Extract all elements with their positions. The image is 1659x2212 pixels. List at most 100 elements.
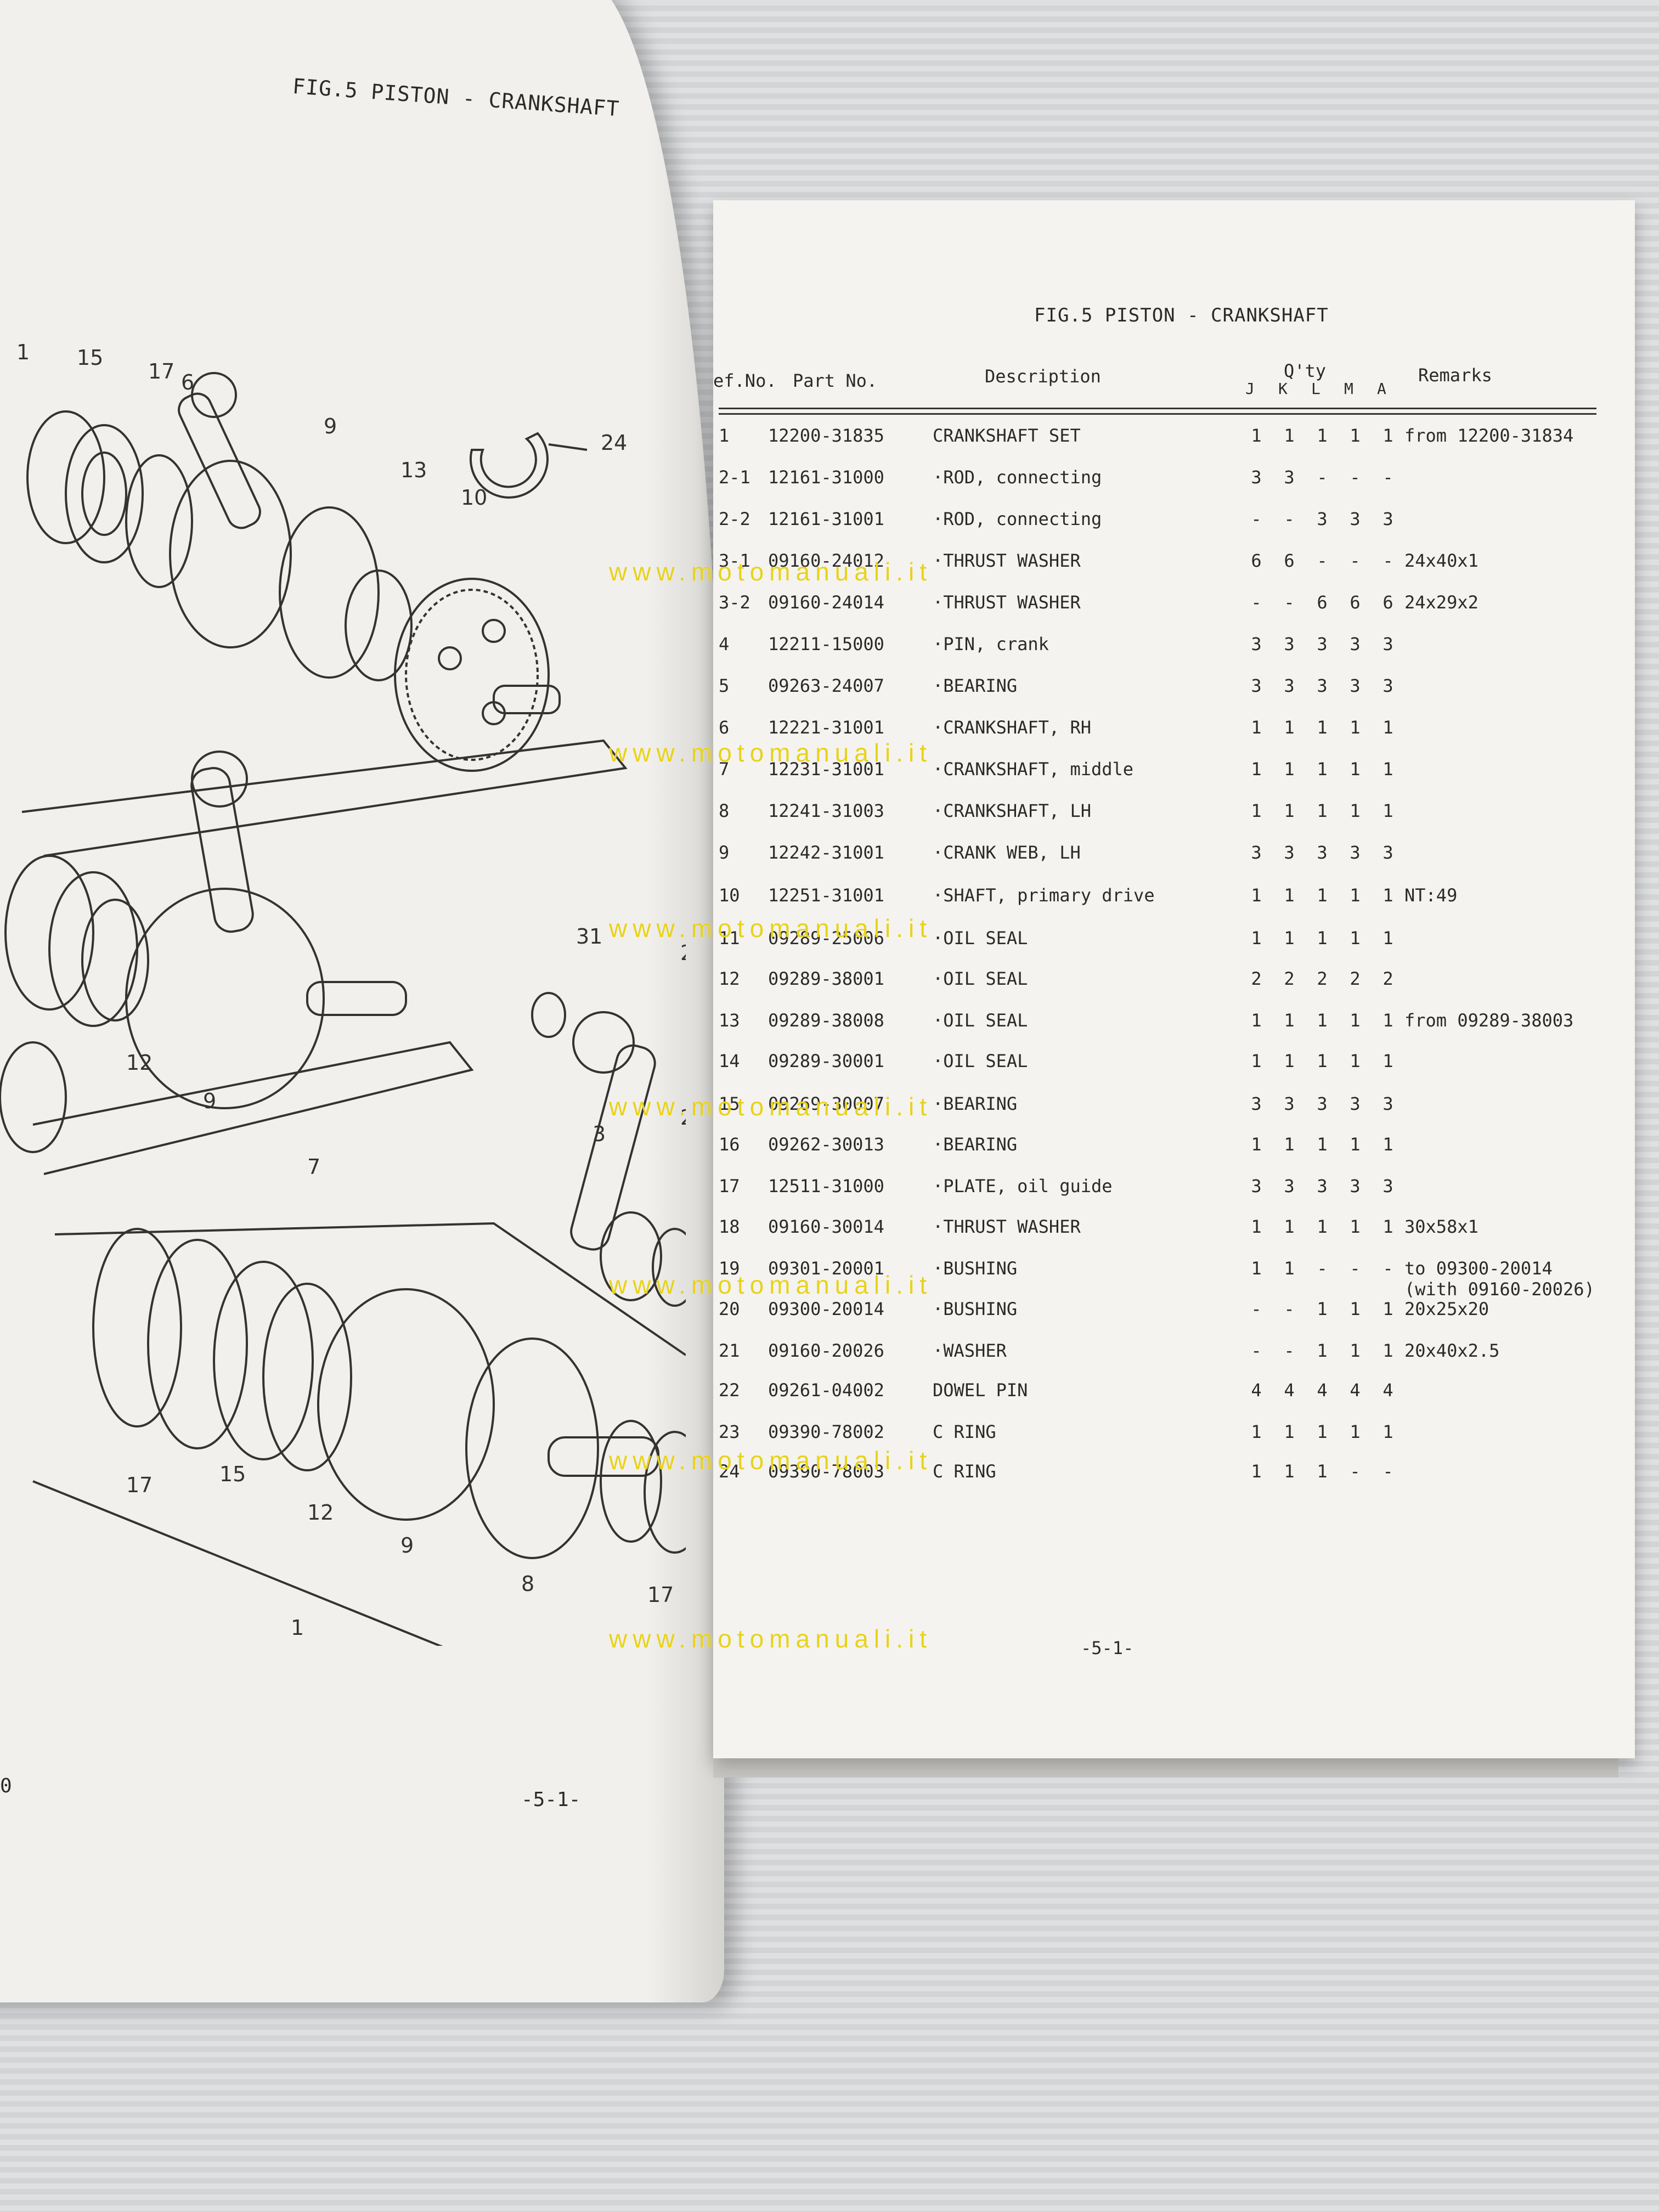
- qty-cell: 4: [1284, 1380, 1295, 1401]
- remarks-cell: to 09300-20014 (with 09160-20026): [1404, 1258, 1595, 1300]
- part-no-cell: 12511-31000: [768, 1176, 884, 1197]
- callout-1b: 1: [291, 1616, 304, 1640]
- qty-cell: 3: [1284, 467, 1295, 488]
- qty-cell: 1: [1383, 885, 1393, 906]
- qty-cell: -: [1383, 1258, 1393, 1279]
- description-cell: C RING: [933, 1461, 996, 1482]
- qty-cell: 1: [1251, 1010, 1262, 1031]
- header-ref-no: ef.No.: [713, 370, 777, 391]
- description-cell: ·OIL SEAL: [933, 928, 1028, 949]
- description-cell: ·THRUST WASHER: [933, 592, 1081, 613]
- qty-cell: 1: [1251, 425, 1262, 446]
- qty-cell: 1: [1350, 800, 1361, 821]
- callout-17c: 17: [647, 1583, 674, 1607]
- qty-cell: 1: [1350, 1216, 1361, 1237]
- ref-no-cell: 22: [719, 1380, 740, 1401]
- qty-cell: 2: [1350, 968, 1361, 989]
- qty-cell: 1: [1317, 1461, 1328, 1482]
- description-cell: ·PIN, crank: [933, 634, 1049, 654]
- qty-cell: 3: [1350, 1176, 1361, 1197]
- qty-cell: 1: [1383, 1421, 1393, 1442]
- description-cell: ·OIL SEAL: [933, 1010, 1028, 1031]
- header-qty-k: K: [1278, 380, 1288, 398]
- callout-9c: 9: [400, 1533, 414, 1558]
- qty-cell: 6: [1383, 592, 1393, 613]
- part-no-cell: 09300-20014: [768, 1299, 884, 1319]
- ref-no-cell: 10: [719, 885, 740, 906]
- callout-3: 3: [592, 1122, 606, 1146]
- remarks-cell: 30x58x1: [1404, 1216, 1479, 1237]
- qty-cell: 1: [1383, 1340, 1393, 1361]
- description-cell: ·CRANK WEB, LH: [933, 842, 1081, 863]
- ref-no-cell: 23: [719, 1421, 740, 1442]
- qty-cell: 6: [1317, 592, 1328, 613]
- header-rule: [719, 408, 1596, 409]
- qty-cell: 3: [1350, 842, 1361, 863]
- qty-cell: 1: [1317, 759, 1328, 780]
- qty-cell: 3: [1251, 634, 1262, 654]
- qty-cell: 1: [1284, 1216, 1295, 1237]
- header-description: Description: [985, 366, 1101, 387]
- part-no-cell: 09160-24014: [768, 592, 884, 613]
- callout-9: 9: [324, 414, 337, 438]
- header-rule-2: [719, 413, 1596, 415]
- description-cell: ·WASHER: [933, 1340, 1007, 1361]
- header-remarks: Remarks: [1418, 365, 1492, 386]
- part-no-cell: 09263-24007: [768, 675, 884, 696]
- qty-cell: 1: [1284, 928, 1295, 949]
- header-qty-a: A: [1377, 380, 1386, 398]
- qty-cell: 1: [1383, 1299, 1393, 1319]
- qty-cell: 3: [1317, 509, 1328, 529]
- qty-cell: 1: [1350, 885, 1361, 906]
- qty-cell: 3: [1350, 509, 1361, 529]
- qty-cell: -: [1383, 550, 1393, 571]
- description-cell: ·PLATE, oil guide: [933, 1176, 1113, 1197]
- qty-cell: 3: [1284, 675, 1295, 696]
- qty-cell: 1: [1251, 1051, 1262, 1071]
- qty-cell: 3: [1317, 1093, 1328, 1114]
- qty-cell: 4: [1383, 1380, 1393, 1401]
- qty-cell: 1: [1317, 1299, 1328, 1319]
- watermark-4: www.motomanuali.it: [609, 1092, 933, 1121]
- part-no-cell: 09289-30001: [768, 1051, 884, 1071]
- qty-cell: 1: [1284, 1051, 1295, 1071]
- qty-cell: 1: [1350, 1134, 1361, 1155]
- ref-no-cell: 5: [719, 675, 730, 696]
- description-cell: ·SHAFT, primary drive: [933, 885, 1155, 906]
- description-cell: ·ROD, connecting: [933, 467, 1102, 488]
- qty-cell: 3: [1251, 1176, 1262, 1197]
- qty-cell: 1: [1251, 1134, 1262, 1155]
- qty-cell: 6: [1284, 550, 1295, 571]
- qty-cell: -: [1251, 1340, 1262, 1361]
- callout-24: 24: [601, 431, 627, 455]
- qty-cell: 1: [1251, 1216, 1262, 1237]
- qty-cell: 1: [1284, 1421, 1295, 1442]
- qty-cell: 3: [1317, 842, 1328, 863]
- part-no-cell: 12242-31001: [768, 842, 884, 863]
- qty-cell: 1: [1284, 1258, 1295, 1279]
- qty-cell: -: [1284, 1340, 1295, 1361]
- qty-cell: -: [1317, 1258, 1328, 1279]
- part-no-cell: 09261-04002: [768, 1380, 884, 1401]
- qty-cell: 1: [1284, 1010, 1295, 1031]
- qty-cell: 3: [1251, 467, 1262, 488]
- qty-cell: 1: [1251, 928, 1262, 949]
- qty-cell: 1: [1350, 1010, 1361, 1031]
- ref-no-cell: 4: [719, 634, 730, 654]
- remarks-cell: 20x25x20: [1404, 1299, 1489, 1319]
- part-no-cell: 09269-30007: [768, 1093, 884, 1114]
- qty-cell: 1: [1284, 800, 1295, 821]
- qty-cell: -: [1284, 509, 1295, 529]
- part-no-cell: 12221-31001: [768, 717, 884, 738]
- ref-no-cell: 13: [719, 1010, 740, 1031]
- ref-no-cell: 15: [719, 1093, 740, 1114]
- qty-cell: 6: [1251, 550, 1262, 571]
